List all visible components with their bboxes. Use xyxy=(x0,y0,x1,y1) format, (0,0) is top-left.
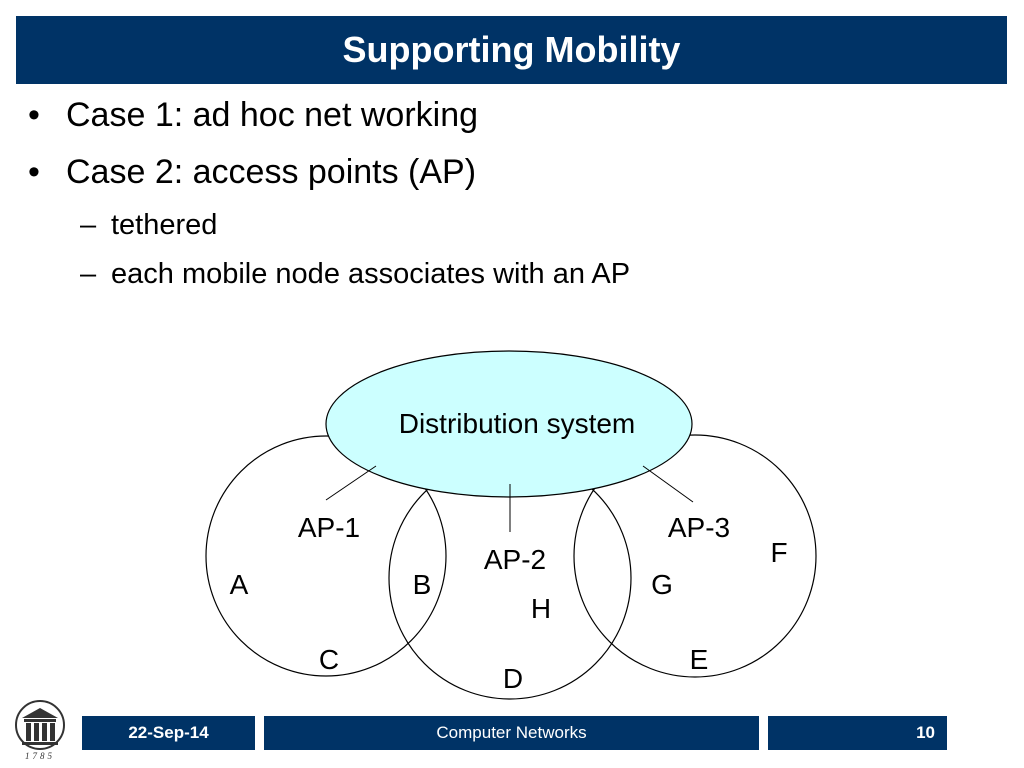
logo-year: 1785 xyxy=(25,751,55,761)
footer-page-text: 10 xyxy=(916,723,935,742)
ap3-label: AP-3 xyxy=(668,512,730,543)
footer-date-text: 22-Sep-14 xyxy=(128,723,209,742)
node-f: F xyxy=(770,537,787,568)
slide-title: Supporting Mobility xyxy=(342,29,681,70)
node-e: E xyxy=(690,644,709,675)
university-logo: 1785 xyxy=(15,700,65,761)
ap1-label: AP-1 xyxy=(298,512,360,543)
distribution-system-label: Distribution system xyxy=(399,408,636,439)
ap2-label: AP-2 xyxy=(484,544,546,575)
distribution-system-ellipse xyxy=(325,350,693,498)
node-d: D xyxy=(503,663,523,694)
footer-course: Computer Networks xyxy=(264,716,759,750)
footer-page-number: 10 xyxy=(768,716,947,750)
title-bar: Supporting Mobility xyxy=(16,16,1007,84)
ap3-link-line xyxy=(642,465,694,503)
footer-date: 22-Sep-14 xyxy=(82,716,255,750)
node-a: A xyxy=(230,569,249,600)
ap3-coverage-circle xyxy=(573,434,817,678)
ap1-link-line xyxy=(325,465,377,501)
node-h: H xyxy=(531,593,551,624)
footer-course-text: Computer Networks xyxy=(436,723,587,742)
ap1-coverage-circle xyxy=(205,435,447,677)
node-g: G xyxy=(651,569,673,600)
node-c: C xyxy=(319,644,339,675)
mobility-diagram: Distribution system AP-1 AP-2 AP-3 A B C… xyxy=(205,350,817,700)
node-b: B xyxy=(413,569,432,600)
